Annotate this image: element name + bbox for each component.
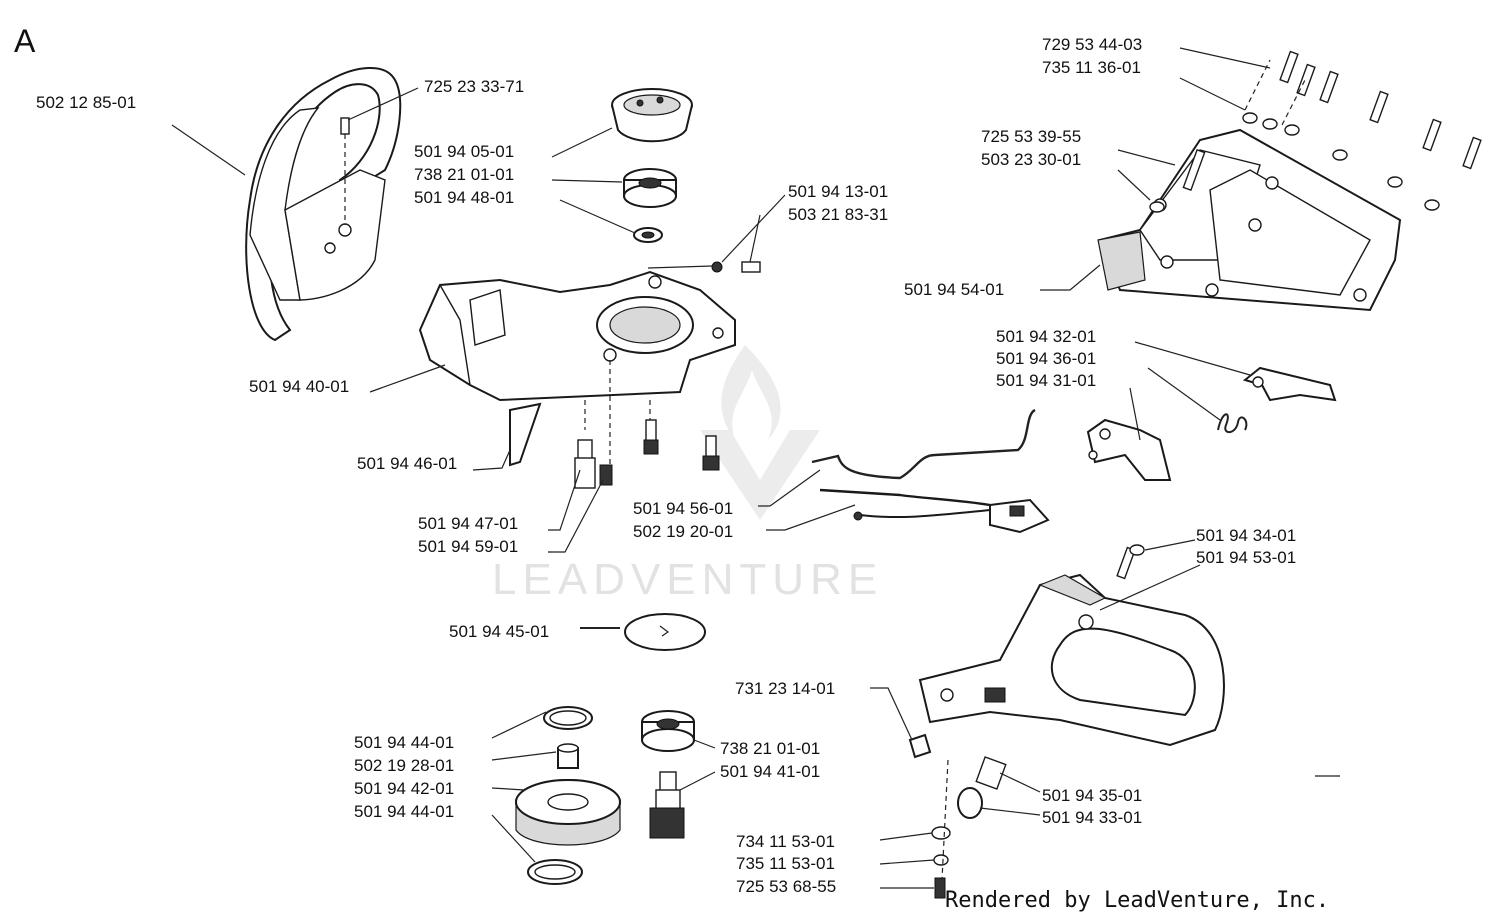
part-label: 501 94 33-01 <box>1042 808 1142 827</box>
part-label: 501 94 36-01 <box>996 349 1096 368</box>
credit-text: Rendered by LeadVenture, Inc. <box>945 888 1329 913</box>
part-label: 725 53 39-55 <box>981 127 1081 146</box>
part-label: 725 23 33-71 <box>424 77 524 96</box>
part-label: 501 94 53-01 <box>1196 548 1296 567</box>
part-label: 502 19 28-01 <box>354 756 454 775</box>
part-label: 501 94 59-01 <box>418 537 518 556</box>
part-label: 501 94 44-01 <box>354 802 454 821</box>
part-label: 501 94 42-01 <box>354 779 454 798</box>
disk-drawing <box>580 613 706 651</box>
part-label: 729 53 44-03 <box>1042 35 1142 54</box>
bolts-drawing <box>509 402 720 489</box>
part-label: 501 94 40-01 <box>249 377 349 396</box>
front-handle-drawing <box>245 66 402 342</box>
part-label: 501 94 32-01 <box>996 327 1096 346</box>
gear-housing-drawing <box>418 270 736 470</box>
part-label: 503 23 30-01 <box>981 150 1081 169</box>
trigger-drawing <box>1086 366 1337 481</box>
watermark-text: LEADVENTURE <box>492 555 883 604</box>
part-label: 501 94 34-01 <box>1196 526 1296 545</box>
part-labels: 502 12 85-01 725 23 33-71 501 94 05-01 7… <box>36 35 1296 896</box>
part-label: 502 12 85-01 <box>36 93 136 112</box>
part-label: 731 23 14-01 <box>735 679 835 698</box>
cover-drawing <box>1097 50 1482 312</box>
part-label: 501 94 05-01 <box>414 142 514 161</box>
part-label: 501 94 48-01 <box>414 188 514 207</box>
part-label: 501 94 13-01 <box>788 182 888 201</box>
clutch-drum-drawing <box>611 88 761 273</box>
part-label: 502 19 20-01 <box>633 522 733 541</box>
part-label: 735 11 53-01 <box>736 854 835 873</box>
part-label: 503 21 83-31 <box>788 205 888 224</box>
part-label: 725 53 68-55 <box>736 877 836 896</box>
part-label: 501 94 47-01 <box>418 514 518 533</box>
rear-handle-drawing <box>908 544 1225 899</box>
watermark: LEADVENTURE <box>492 345 883 604</box>
gear-assembly-drawing <box>515 706 695 885</box>
part-label: 501 94 45-01 <box>449 622 549 641</box>
part-label: 735 11 36-01 <box>1042 58 1141 77</box>
part-label: 501 94 41-01 <box>720 762 820 781</box>
section-label: A <box>14 23 36 59</box>
part-label: 501 94 35-01 <box>1042 786 1142 805</box>
part-label: 501 94 31-01 <box>996 371 1096 390</box>
part-label: 501 94 44-01 <box>354 733 454 752</box>
part-label: 501 94 46-01 <box>357 454 457 473</box>
part-label: 738 21 01-01 <box>720 739 820 758</box>
part-label: 501 94 54-01 <box>904 280 1004 299</box>
part-label: 734 11 53-01 <box>736 832 835 851</box>
part-label: 738 21 01-01 <box>414 165 514 184</box>
leader-lines <box>171 47 1340 889</box>
throttle-rod-drawing <box>811 408 1050 534</box>
part-label: 501 94 56-01 <box>633 499 733 518</box>
